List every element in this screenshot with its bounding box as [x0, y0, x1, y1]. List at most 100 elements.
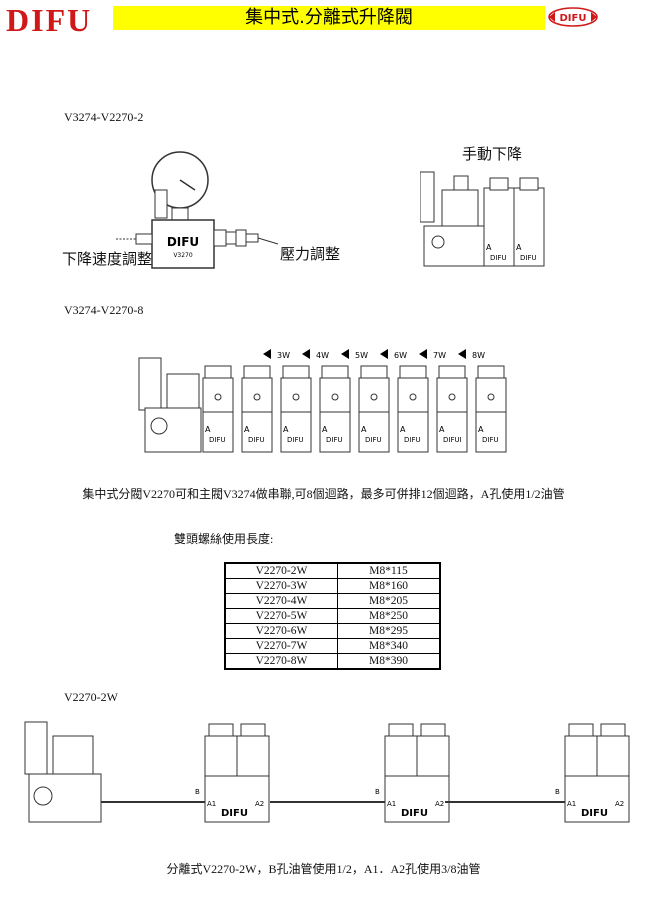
label-manual-lower: 手動下降 [462, 145, 523, 163]
svg-text:DIFU: DIFU [520, 254, 537, 262]
valve-brand-label: DIFUI [443, 436, 462, 444]
port-a-label: A [400, 425, 406, 434]
port-a-label: A [322, 425, 328, 434]
valve-base [358, 411, 390, 453]
svg-text:A: A [486, 243, 492, 252]
valve-coil [236, 735, 270, 777]
svg-text:V3270: V3270 [173, 252, 193, 259]
valve-coil [564, 735, 598, 777]
valve-cap [321, 365, 349, 379]
valve-brand-label: DIFU [482, 436, 499, 444]
table-cell-length: M8*340 [337, 638, 441, 654]
label-pressure-adjust: 壓力調整 [280, 245, 341, 263]
valve-knob [409, 393, 417, 401]
valve-base [202, 411, 234, 453]
way-label: 8W [472, 351, 485, 360]
valve-cap [208, 723, 234, 737]
valve-coil [436, 377, 468, 413]
valve-brand-label: DIFU [209, 436, 226, 444]
way-label: 6W [394, 351, 407, 360]
valve-coil [475, 377, 507, 413]
model-label-3: V2270-2W [64, 690, 118, 704]
valve-knob [253, 393, 261, 401]
small-brand-logo: DIFU [548, 7, 598, 27]
valve-base [241, 411, 273, 453]
svg-text:DIFU: DIFU [560, 13, 587, 24]
valve-brand-label: DIFU [326, 436, 343, 444]
table-cell-length: M8*160 [337, 578, 441, 594]
valve-coil [596, 735, 630, 777]
valve-brand-label: DIFU [287, 436, 304, 444]
left-arrow-icon [458, 349, 466, 359]
valve-base [319, 411, 351, 453]
table-cell-model: V2270-6W [224, 623, 338, 639]
valve-base [384, 775, 450, 823]
valve-brand-label: DIFU [365, 436, 382, 444]
table-cell-length: M8*205 [337, 593, 441, 609]
valve-cap [388, 723, 414, 737]
port-b-label: B [375, 788, 380, 796]
bolt-table-heading: 雙頭螺絲使用長度: [174, 532, 274, 546]
port-b-label: B [555, 788, 560, 796]
way-label: 4W [316, 351, 329, 360]
port-a-label: A [205, 425, 211, 434]
label-speed-adjust: 下降速度調整 [62, 250, 153, 268]
svg-text:DIFU: DIFU [167, 235, 199, 249]
valve-coil [319, 377, 351, 413]
valve-cap [204, 365, 232, 379]
model-label-1: V3274-V2270-2 [64, 110, 144, 124]
valve-coil [202, 377, 234, 413]
valve-cap [399, 365, 427, 379]
left-arrow-icon [341, 349, 349, 359]
port-a-label: A [439, 425, 445, 434]
valve-base [204, 775, 270, 823]
valve-coil [416, 735, 450, 777]
body-brand-label: DIFU [221, 808, 248, 819]
way-label: 3W [277, 351, 290, 360]
body-brand-label: DIFU [581, 808, 608, 819]
way-labels: 3W 4W 5W 6W 7W 8W [263, 349, 485, 360]
brand-logo: DIFU [6, 2, 93, 38]
valve-knob [331, 393, 339, 401]
table-cell-length: M8*250 [337, 608, 441, 624]
way-label: 7W [433, 351, 446, 360]
left-arrow-icon [380, 349, 388, 359]
valve-coil [384, 735, 418, 777]
valve-cap [438, 365, 466, 379]
way-label: 5W [355, 351, 368, 360]
port-a-label: A [283, 425, 289, 434]
valve-knob [370, 393, 378, 401]
valve-knob [448, 393, 456, 401]
valve-cap [240, 723, 266, 737]
svg-text:A: A [516, 243, 522, 252]
valve-cap [282, 365, 310, 379]
diagram-main-valve: DIFU V3270 [116, 151, 279, 269]
left-arrow-icon [419, 349, 427, 359]
caption-centralized: 集中式分閥V2270可和主閥V3274做串聯,可8個迴路，最多可併排12個迴路，… [82, 487, 565, 501]
port-a2-label: A2 [255, 800, 264, 808]
valve-base [397, 411, 429, 453]
valve-brand-label: DIFU [404, 436, 421, 444]
svg-text:DIFU: DIFU [490, 254, 507, 262]
body-brand-label: DIFU [401, 808, 428, 819]
valve-cap [477, 365, 505, 379]
valve-cap [568, 723, 594, 737]
valve-brand-label: DIFU [248, 436, 265, 444]
valve-base [436, 411, 468, 453]
valve-base [475, 411, 507, 453]
port-a2-label: A2 [435, 800, 444, 808]
diagram-manual-assembly: A DIFU A DIFU [420, 171, 545, 267]
table-cell-model: V2270-2W [224, 562, 338, 579]
page-title: 集中式.分離式升降閥 [245, 7, 413, 28]
valve-coil [280, 377, 312, 413]
valve-cap [600, 723, 626, 737]
